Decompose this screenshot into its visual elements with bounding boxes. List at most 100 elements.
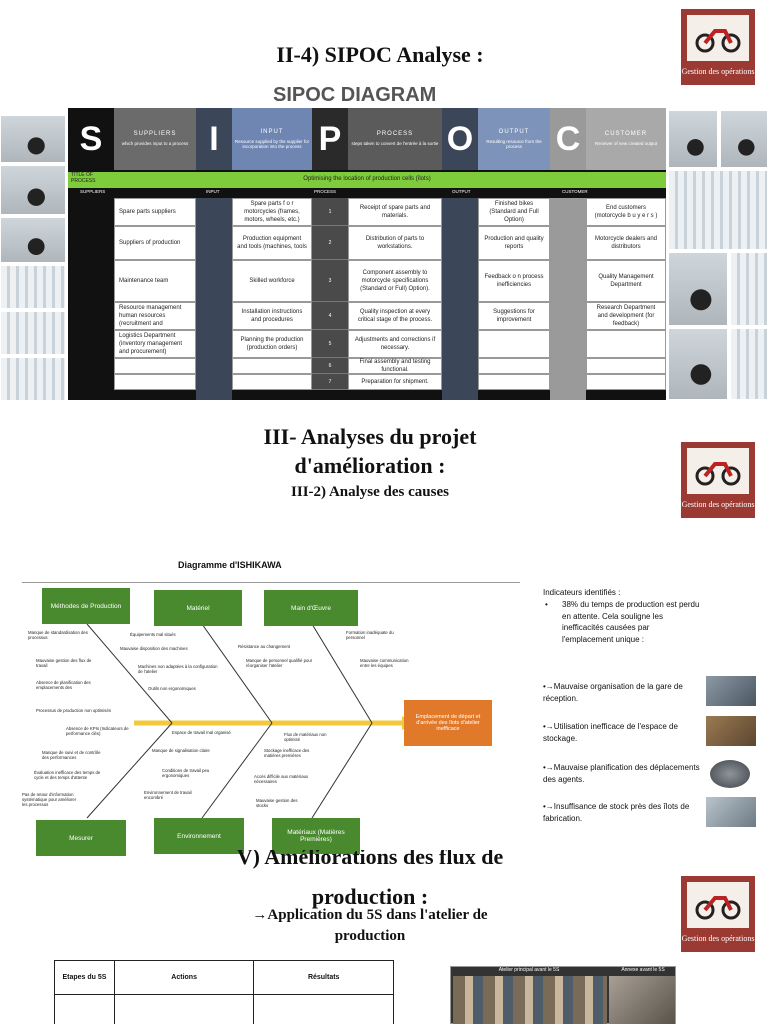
5s-header-step: Etapes du 5S	[54, 960, 115, 995]
cause-materiaux: Matériaux (Matières Premières)	[272, 818, 360, 854]
sipoc-diagram-title: SIPOC DIAGRAM	[273, 84, 437, 106]
process-title-bar: TITLE OF PROCESS Optimising the location…	[68, 172, 666, 188]
photo-left-3	[0, 217, 66, 263]
environnement-cause-4: Environnement de travail encombré	[144, 790, 192, 801]
cause-materiel: Matériel	[154, 590, 242, 626]
materiel-cause-4: Outils non ergonomiques	[148, 686, 196, 691]
environnement-cause-3: Conditions de travail peu ergonomiques	[162, 768, 210, 779]
input-cell: Planning the production (production orde…	[232, 330, 312, 358]
issue-3: •→Mauvaise planification des déplacement…	[543, 763, 700, 784]
5s-cell	[54, 994, 115, 1024]
ishikawa-title: Diagramme d'ISHIKAWA	[178, 560, 282, 570]
issue-2: •→Utilisation inefficace de l'espace de …	[543, 722, 678, 743]
photo-left-1	[0, 115, 66, 163]
main-oeuvre-cause-4: Mauvaise communication entre les équipes	[360, 658, 409, 669]
logo-slide2: Gestion des opérations	[681, 442, 755, 518]
methodes-cause-3: Absence de planification des emplacement…	[36, 680, 91, 691]
slide3-title-line2: production :	[311, 884, 429, 909]
input-cell	[232, 358, 312, 374]
supplier-cell: Spare parts suppliers	[114, 198, 196, 226]
environnement-cause-1: Espace de travail mal organisé	[172, 730, 231, 735]
col-label-process: PROCESS	[314, 189, 337, 194]
ishikawa-diagram: Diagramme d'ISHIKAWA Méthodes de Product…	[22, 548, 522, 858]
cause-mesurer: Mesurer	[36, 820, 126, 856]
issue-2-photo	[706, 716, 756, 746]
process-cell: Quality inspection at every critical sta…	[348, 302, 442, 330]
materiaux-cause-3: Accès difficile aux matériaux nécessaire…	[254, 774, 309, 785]
mesurer-cause-2: Manque de suivi et de contrôle des perfo…	[42, 750, 101, 761]
indicators-bullet-dot: •	[545, 600, 548, 609]
5s-cell	[253, 994, 394, 1024]
step-number: 3	[312, 260, 348, 302]
5s-cell	[113, 994, 255, 1024]
supplier-cell: Maintenance team	[114, 260, 196, 302]
process-title: Optimising the location of production ce…	[303, 176, 431, 182]
input-cell: Production equipment and tools (machines…	[232, 226, 312, 260]
slide2-subtitle: III-2) Analyse des causes	[291, 484, 449, 500]
photo-left-2	[0, 165, 66, 215]
input-cell: Spare parts f o r motorcycles (frames, m…	[232, 198, 312, 226]
main-oeuvre-cause-1: Formation inadéquate du personnel	[346, 630, 394, 641]
letter-o: O	[442, 108, 478, 170]
photo-left-4	[0, 265, 66, 309]
photo-right-4	[668, 252, 728, 326]
output-cell: Feedback o n process inefficiencies	[478, 260, 550, 302]
photo-right-2	[720, 110, 768, 168]
photo-left-5	[0, 311, 66, 355]
methodes-cause-2: Mauvaise gestion des flux de travail	[36, 658, 92, 669]
indicators-title: Indicateurs identifiés :	[543, 588, 621, 597]
logo-caption: Gestion des opérations	[681, 934, 755, 943]
output-cell: Suggestions for improvement	[478, 302, 550, 330]
before-5s-photos: Atelier principal avant le 5S Annexe ava…	[450, 966, 676, 1024]
col-label-output: OUTPUT	[452, 189, 471, 194]
materiaux-cause-4: Mauvaise gestion des stocks	[256, 798, 298, 809]
supplier-cell	[114, 358, 196, 374]
materiaux-cause-1: Flux de matériaux non optimisé	[284, 732, 327, 743]
output-cell	[478, 358, 550, 374]
letter-s: S	[68, 108, 114, 170]
5s-table: Etapes du 5S Actions Résultats	[54, 960, 394, 1024]
environnement-cause-2: Manque de signalisation claire	[152, 748, 210, 753]
output-strip	[442, 198, 478, 400]
customer-cell: Quality Management Department	[586, 260, 666, 302]
materiel-cause-3: Machines non adaptées à la configuration…	[138, 664, 218, 675]
supplier-cell	[114, 374, 196, 390]
step-number: 6	[312, 358, 348, 374]
methodes-cause-4: Processus de production non optimisés	[36, 708, 111, 713]
step-number: 4	[312, 302, 348, 330]
process-cell: Final assembly and testing functional.	[348, 358, 442, 374]
process-cell: Component assembly to motorcycle specifi…	[348, 260, 442, 302]
output-cell: Finished bikes (Standard and Full Option…	[478, 198, 550, 226]
output-cell	[478, 330, 550, 358]
slide2-title-line1: III- Analyses du projet	[263, 424, 477, 449]
slide3-title-line1: V) Améliorations des flux de	[236, 850, 504, 869]
photo-caption-main: Atelier principal avant le 5S	[498, 967, 560, 973]
photo-right-6	[668, 328, 728, 400]
col-label-suppliers: SUPPLIERS	[80, 189, 106, 194]
customer-cell	[586, 374, 666, 390]
methodes-cause-1: Manque de standardisation des processus	[28, 630, 88, 641]
5s-header-actions: Actions	[113, 960, 255, 995]
cause-methodes: Méthodes de Production	[42, 588, 130, 624]
input-strip	[196, 198, 232, 400]
customer-cell: End customers (motorcycle b u y e r s )	[586, 198, 666, 226]
materiaux-cause-2: Stockage inefficace des matières premièr…	[264, 748, 310, 759]
output-cell	[478, 374, 550, 390]
process-cell: Receipt of spare parts and materials.	[348, 198, 442, 226]
workshop-photo-2	[609, 976, 675, 1024]
step-number: 5	[312, 330, 348, 358]
indicators-bullet: 38% du temps de production est perdu en …	[562, 600, 700, 644]
step-number: 2	[312, 226, 348, 260]
motorcycle-icon	[687, 882, 749, 928]
photo-right-5	[730, 252, 768, 326]
main-oeuvre-cause-3: Manque de personnel qualifié pour réorga…	[246, 658, 313, 669]
slide1-title: II-4) SIPOC Analyse :	[276, 42, 484, 67]
photo-caption-annex: Annexe avant le 5S	[621, 967, 665, 973]
letter-p: P	[312, 108, 348, 170]
process-cell: Distribution of parts to workstations.	[348, 226, 442, 260]
mesurer-cause-4: Pas de retour d'information systématique…	[22, 792, 77, 808]
